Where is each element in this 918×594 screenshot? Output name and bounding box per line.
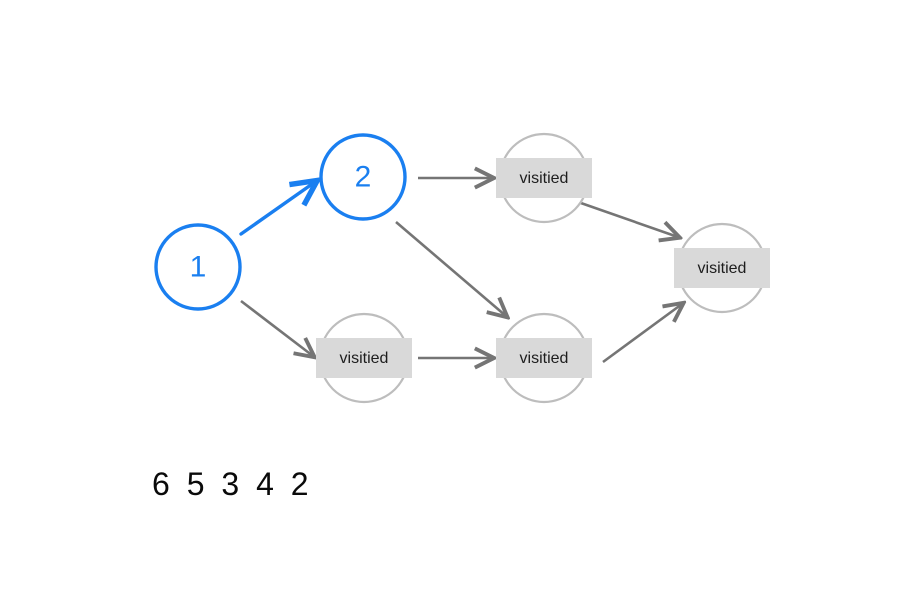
node-1-label: 1 <box>190 251 207 284</box>
edge-layer <box>239 178 682 364</box>
node-2-label: 2 <box>355 161 372 194</box>
node-5-visited-band <box>496 338 592 378</box>
node-1-circle <box>154 223 242 311</box>
node-4-visited-band <box>316 338 412 378</box>
graph-node-2[interactable]: 2 <box>319 133 407 221</box>
traversal-sequence: 6 5 3 4 2 <box>152 466 313 502</box>
node-3-visited-band <box>496 158 592 198</box>
node-3-label: visitied <box>520 170 569 187</box>
graph-node-1[interactable]: 1 <box>154 223 242 311</box>
node-6-visited-band <box>674 248 770 288</box>
graph-node-4-visited[interactable]: visitied <box>316 312 412 404</box>
node-2-circle <box>319 133 407 221</box>
edge-node1-to-node2 <box>239 182 315 236</box>
node-5-label: visitied <box>520 350 569 367</box>
edge-node3-to-node6 <box>577 200 678 237</box>
edge-node2-to-node5 <box>395 221 506 316</box>
graph-node-5-visited[interactable]: visitied <box>496 312 592 404</box>
node-4-label: visitied <box>340 350 389 367</box>
graph-node-6-visited[interactable]: visitied <box>674 222 770 314</box>
node-layer: 1 2 visitied visitied <box>154 132 770 404</box>
edge-node1-to-node4 <box>240 299 313 356</box>
graph-node-3-visited[interactable]: visitied <box>496 132 592 224</box>
node-6-label: visitied <box>698 260 747 277</box>
edge-node5-to-node6 <box>602 304 682 364</box>
